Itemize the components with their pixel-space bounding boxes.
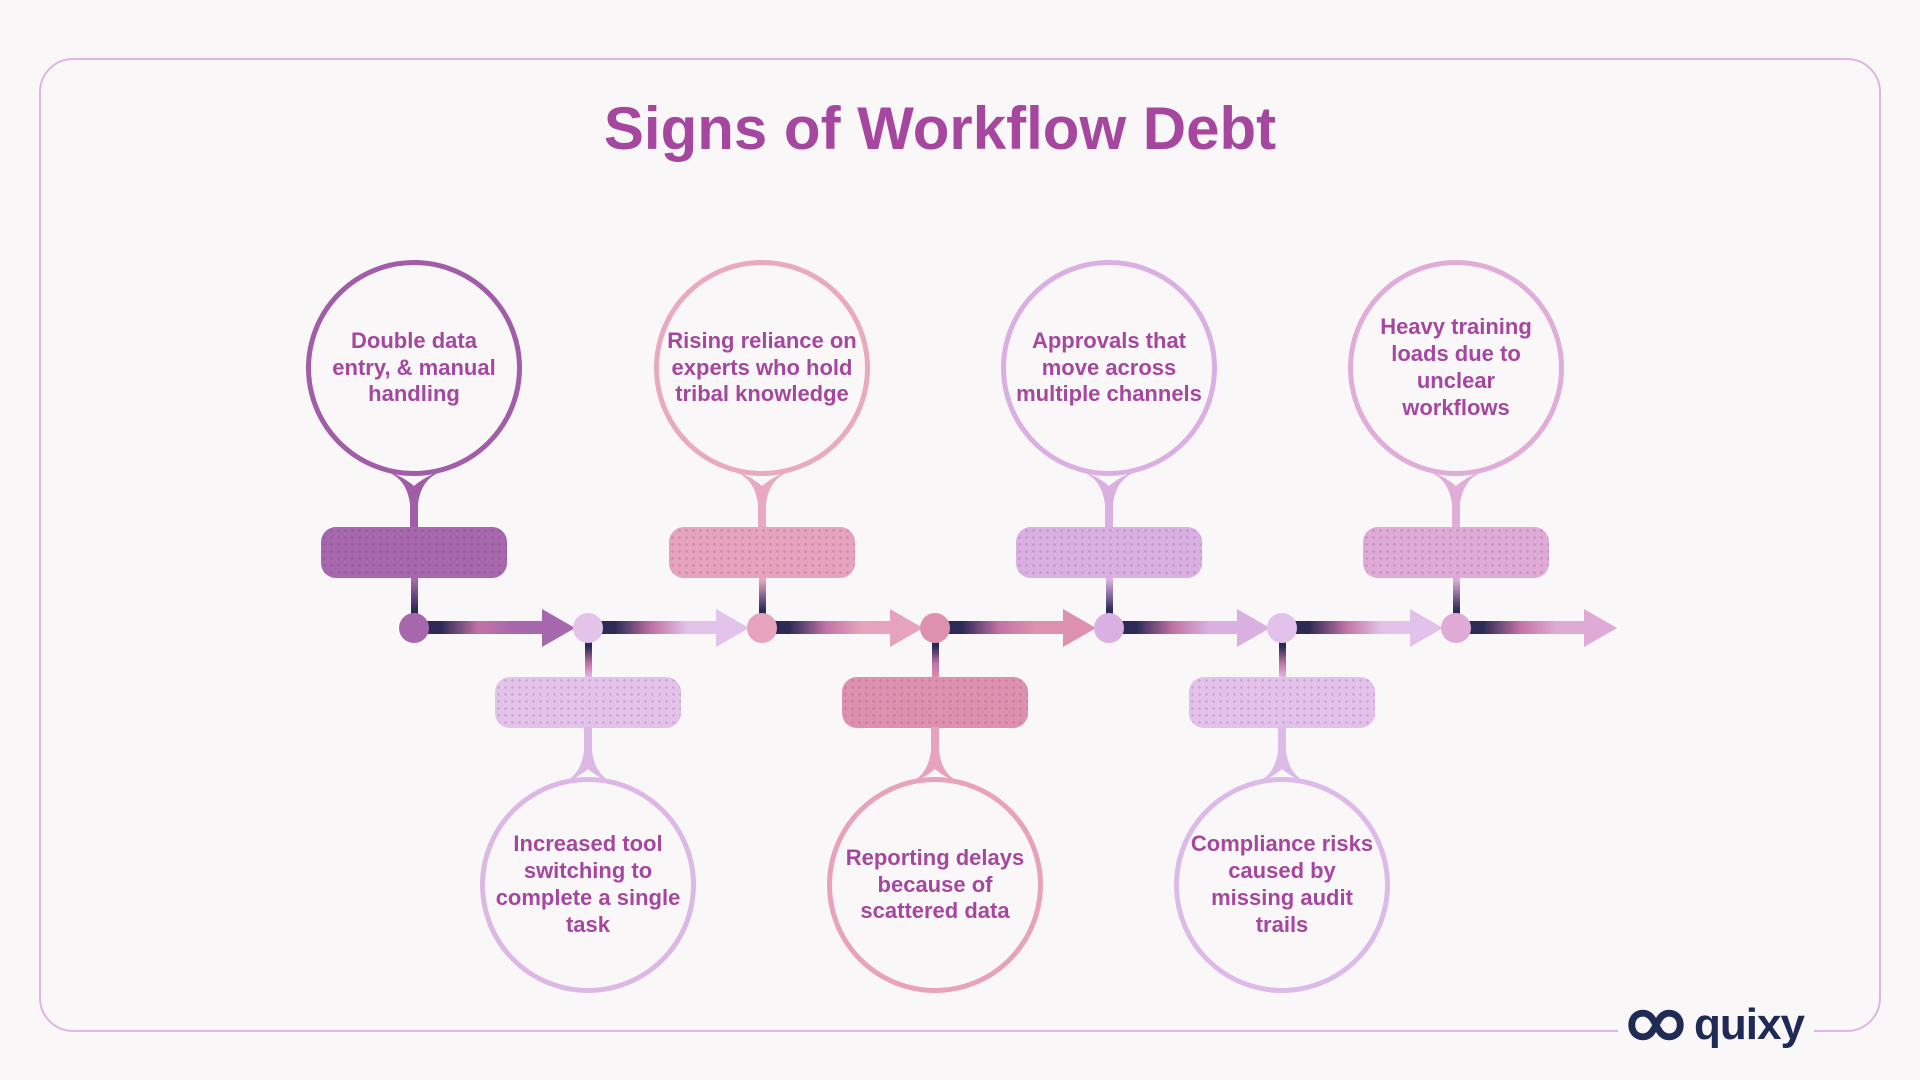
bubble-tail	[556, 727, 620, 785]
bubble-tail	[730, 470, 794, 528]
infinity-icon	[1628, 1009, 1684, 1041]
arrow-shaft	[1469, 621, 1586, 634]
item-label: Approvals that move across multiple chan…	[1016, 327, 1202, 407]
bubble-tail	[903, 727, 967, 785]
item-bar	[495, 677, 681, 728]
item-bubble: Compliance risks caused by missing audit…	[1174, 777, 1390, 993]
item-bar	[1363, 527, 1549, 578]
arrow-shaft	[948, 621, 1065, 634]
timeline-dot	[1441, 613, 1471, 643]
bubble-tail	[1250, 727, 1314, 785]
item-bubble: Heavy training loads due to unclear work…	[1348, 260, 1564, 476]
arrow-shaft	[601, 621, 718, 634]
timeline-dot	[1267, 613, 1297, 643]
timeline-dot	[747, 613, 777, 643]
item-label: Double data entry, & manual handling	[332, 327, 496, 407]
arrow-shaft	[1122, 621, 1239, 634]
item-bubble: Double data entry, & manual handling	[306, 260, 522, 476]
arrow-shaft	[775, 621, 892, 634]
item-label: Heavy training loads due to unclear work…	[1380, 314, 1532, 420]
quixy-logo: quixy	[1618, 996, 1814, 1054]
item-bubble: Rising reliance on experts who hold trib…	[654, 260, 870, 476]
bubble-tail	[382, 470, 446, 528]
item-label: Compliance risks caused by missing audit…	[1190, 831, 1374, 937]
timeline-dot	[399, 613, 429, 643]
connector-stem	[584, 638, 592, 682]
bubble-tail	[1424, 470, 1488, 528]
brand-name: quixy	[1694, 1000, 1805, 1049]
item-bubble: Reporting delays because of scattered da…	[827, 777, 1043, 993]
item-bar	[1016, 527, 1202, 578]
item-bubble: Increased tool switching to complete a s…	[480, 777, 696, 993]
timeline-dot	[573, 613, 603, 643]
connector-stem	[410, 575, 418, 619]
page-title: Signs of Workflow Debt	[603, 95, 1277, 162]
item-bar	[1189, 677, 1375, 728]
item-bubble: Approvals that move across multiple chan…	[1001, 260, 1217, 476]
bubble-tail	[1077, 470, 1141, 528]
timeline-dot	[1094, 613, 1124, 643]
timeline-dot	[920, 613, 950, 643]
item-bar	[669, 527, 855, 578]
item-label: Reporting delays because of scattered da…	[845, 844, 1025, 924]
item-label: Increased tool switching to complete a s…	[495, 831, 681, 937]
arrow-shaft	[1295, 621, 1412, 634]
item-label: Rising reliance on experts who hold trib…	[667, 327, 857, 407]
item-bar	[842, 677, 1028, 728]
connector-stem	[758, 575, 766, 619]
arrow-shaft	[427, 621, 544, 634]
connector-stem	[1452, 575, 1460, 619]
connector-stem	[1278, 638, 1286, 682]
item-bar	[321, 527, 507, 578]
connector-stem	[1105, 575, 1113, 619]
connector-stem	[931, 638, 939, 682]
